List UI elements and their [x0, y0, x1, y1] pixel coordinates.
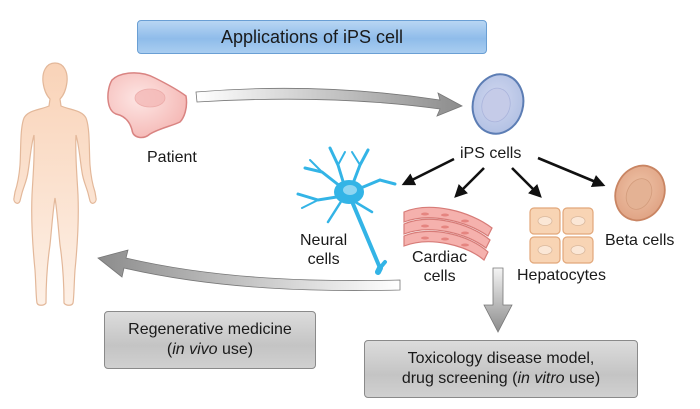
toxicology-box: Toxicology disease model, drug screening… — [364, 340, 638, 398]
neural-cell-icon — [296, 146, 397, 275]
in-vitro-arrow — [483, 267, 513, 333]
ips-cells-label: iPS cells — [460, 145, 522, 162]
arrow-to-hepatocytes — [511, 167, 542, 198]
neural-cells-label: Neural cells — [300, 231, 347, 269]
regenerative-arrow — [97, 249, 401, 291]
regen-line2: (in vivo use) — [167, 340, 253, 360]
regen-italic: in vivo — [172, 341, 218, 358]
cardiac-label-line1: Cardiac — [412, 249, 468, 266]
hepatocytes-icon — [529, 207, 594, 264]
cardiac-cell-icon — [403, 206, 493, 261]
tox-prefix: drug screening ( — [401, 370, 518, 387]
tox-line2: drug screening (in vitro use) — [402, 369, 600, 389]
tox-italic: in vitro — [517, 370, 565, 387]
hepatocytes-label: Hepatocytes — [517, 267, 606, 284]
reprogramming-arrow — [195, 87, 463, 117]
regen-line1: Regenerative medicine — [128, 321, 292, 338]
ips-cell-icon — [471, 73, 525, 135]
regenerative-medicine-box: Regenerative medicine (in vivo use) — [104, 311, 316, 369]
neural-label-line2: cells — [307, 251, 340, 268]
arrow-to-beta — [537, 156, 606, 188]
cardiac-cells-label: Cardiac cells — [412, 248, 467, 286]
beta-cell-icon — [614, 164, 666, 222]
patient-cell-icon — [107, 72, 188, 139]
patient-label: Patient — [147, 149, 197, 166]
tox-line1: Toxicology disease model, — [407, 350, 595, 367]
neural-label-line1: Neural — [300, 232, 348, 249]
tox-suffix: use) — [564, 370, 601, 387]
regen-suffix: use) — [217, 341, 254, 358]
regen-prefix: ( — [166, 341, 173, 358]
arrow-to-neural — [401, 157, 455, 186]
arrow-to-cardiac — [454, 167, 485, 198]
cardiac-label-line2: cells — [423, 268, 456, 285]
beta-cells-label: Beta cells — [605, 232, 675, 249]
title-banner: Applications of iPS cell — [137, 20, 487, 54]
title-text: Applications of iPS cell — [220, 26, 404, 47]
human-body-icon — [13, 62, 97, 306]
